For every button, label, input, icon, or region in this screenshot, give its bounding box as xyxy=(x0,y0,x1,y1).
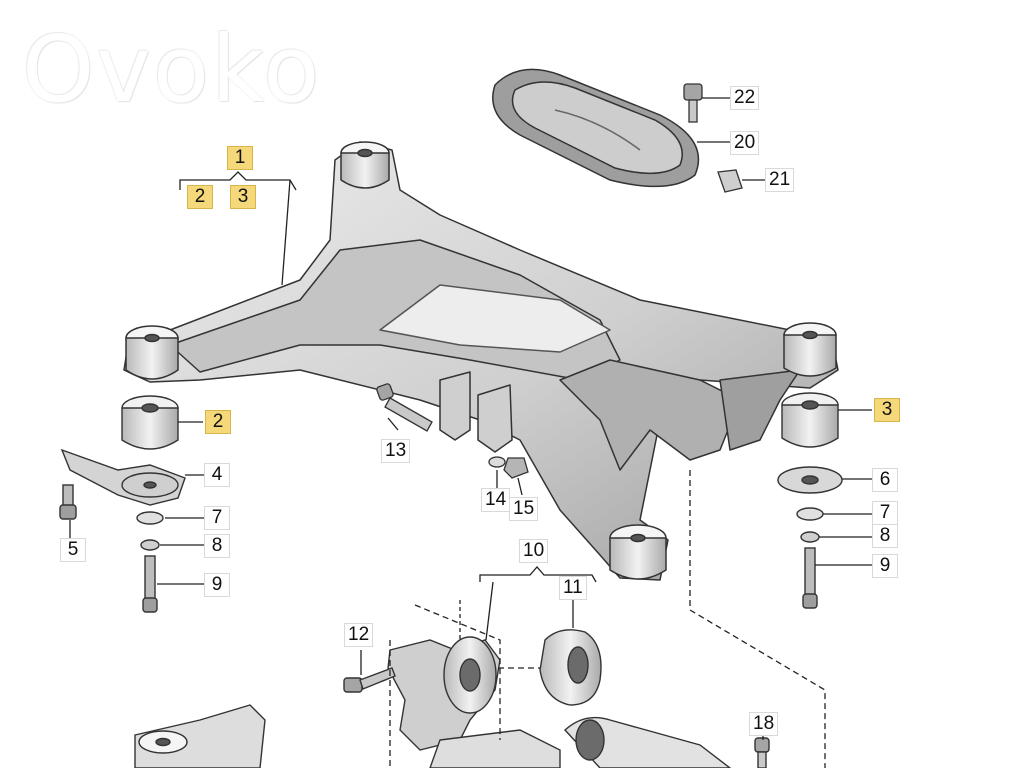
callout-8-right: 8 xyxy=(872,524,898,548)
callout-7-left: 7 xyxy=(204,506,230,530)
heat-shield xyxy=(492,68,700,188)
callout-10: 10 xyxy=(519,539,549,563)
callout-3-top: 3 xyxy=(230,185,256,209)
callout-5: 5 xyxy=(60,538,86,562)
bolt-nut-hardware xyxy=(376,383,529,479)
callout-22: 22 xyxy=(730,86,760,110)
callout-3: 3 xyxy=(874,398,900,422)
ovoko-watermark: Ovoko xyxy=(22,16,322,123)
callout-14: 14 xyxy=(481,488,511,512)
callout-9-right: 9 xyxy=(872,554,898,578)
callout-9-left: 9 xyxy=(204,573,230,597)
callout-4: 4 xyxy=(204,463,230,487)
leader-lines xyxy=(69,97,872,768)
callout-6: 6 xyxy=(872,468,898,492)
callout-2: 2 xyxy=(205,410,231,434)
rear-mount-assembly xyxy=(343,629,602,768)
lower-arm-parts xyxy=(134,704,770,768)
callout-15: 15 xyxy=(509,497,539,521)
right-mount-hardware xyxy=(777,392,843,609)
shield-fasteners xyxy=(683,83,743,193)
callout-20: 20 xyxy=(730,131,760,155)
callout-21: 21 xyxy=(765,168,795,192)
callout-2-top: 2 xyxy=(187,185,213,209)
callout-12: 12 xyxy=(344,623,374,647)
callout-13: 13 xyxy=(381,439,411,463)
subframe xyxy=(123,141,839,581)
callout-1: 1 xyxy=(227,146,253,170)
callout-7-right: 7 xyxy=(872,501,898,525)
callout-8-left: 8 xyxy=(204,534,230,558)
callout-18: 18 xyxy=(749,712,779,736)
left-mount-hardware xyxy=(59,395,186,613)
callout-11: 11 xyxy=(559,576,587,600)
